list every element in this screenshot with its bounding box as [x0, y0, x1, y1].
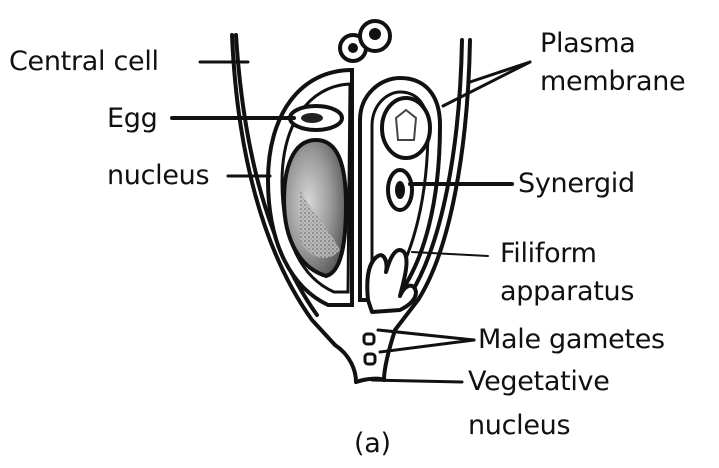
label-filiform: Filiform [500, 238, 597, 270]
label-filiform-apparatus: apparatus [500, 276, 634, 308]
pollen-grains [340, 21, 390, 61]
label-egg-nucleus: nucleus [107, 160, 209, 192]
label-male-gametes: Male gametes [478, 324, 665, 356]
label-egg: Egg [107, 103, 157, 135]
figure-caption: (a) [354, 428, 391, 460]
label-vegetative-nucleus: nucleus [468, 410, 570, 442]
label-plasma-membrane-line1: Plasma [540, 28, 635, 60]
label-central-cell: Central cell [9, 46, 159, 78]
label-vegetative: Vegetative [468, 366, 610, 398]
synergid-vacuole [382, 98, 430, 158]
label-synergid: Synergid [518, 168, 635, 200]
male-gamete-shapes [364, 334, 375, 364]
label-plasma-membrane-line2: membrane [540, 66, 685, 98]
